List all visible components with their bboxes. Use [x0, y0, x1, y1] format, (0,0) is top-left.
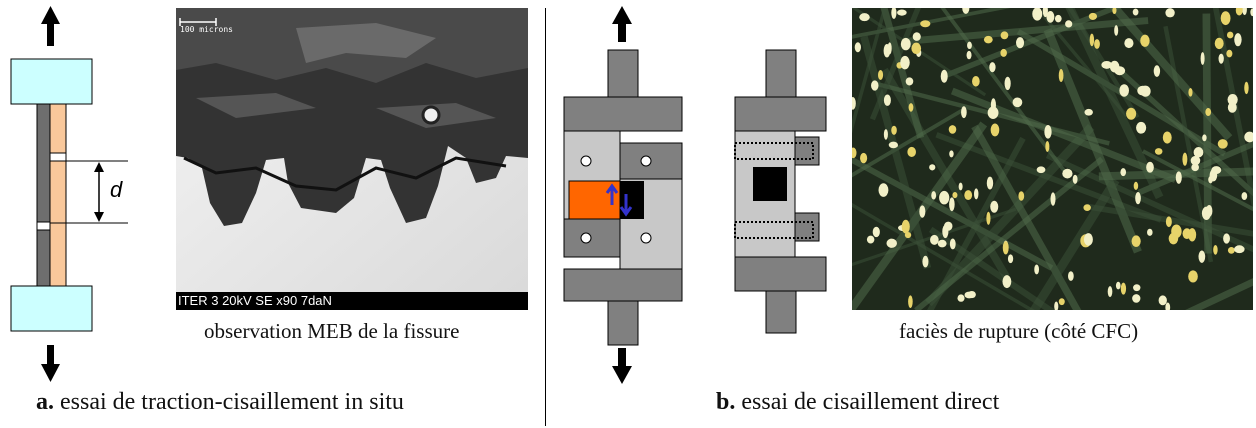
micrograph-caption: faciès de rupture (côté CFC): [899, 319, 1139, 343]
panel-divider: [545, 8, 546, 426]
shear-arrows-icon: [605, 183, 633, 217]
sem-caption: observation MEB de la fissure: [204, 319, 460, 343]
tensile-specimen-diagram: [10, 6, 128, 382]
load-arrow-down-icon: [41, 345, 60, 382]
pull-arrow-down-icon: [612, 348, 632, 384]
pull-arrow-up-icon: [612, 6, 632, 42]
panel-a-caption: a. essai de traction-cisaillement in sit…: [36, 389, 404, 416]
sem-scale-label: 100 microns: [180, 25, 233, 34]
dimension-arrow-icon: [94, 162, 104, 222]
panel-a-caption-text: essai de traction-cisaillement in situ: [54, 389, 404, 415]
lower-notch: [36, 221, 51, 231]
sample-tungsten: [620, 181, 644, 219]
panel-a-caption-label: a.: [36, 389, 54, 415]
sem-info-bar: ITER 3 20kV SE x90 7daN: [176, 292, 528, 310]
upper-notch: [49, 152, 67, 162]
panel-b-caption: b. essai de cisaillement direct: [716, 389, 999, 416]
cfc-strip: [49, 103, 67, 287]
shear-fixture-front-diagram: [563, 6, 683, 384]
bottom-grip: [10, 285, 93, 332]
sem-image-graphic: [176, 8, 528, 310]
panel-b-caption-text: essai de cisaillement direct: [735, 389, 1000, 415]
top-grip: [10, 58, 93, 105]
tungsten-strip: [36, 103, 51, 287]
sem-image: 100 microns ITER 3 20kV SE x90 7daN: [176, 8, 528, 310]
fracture-micrograph: [852, 8, 1253, 310]
dimension-label: d: [110, 177, 123, 202]
sample-side: [753, 167, 787, 201]
fracture-micrograph-graphic: [852, 8, 1253, 310]
load-arrow-up-icon: [41, 6, 60, 46]
shear-fixture-side-diagram: [734, 49, 827, 334]
panel-b-caption-label: b.: [716, 389, 736, 415]
